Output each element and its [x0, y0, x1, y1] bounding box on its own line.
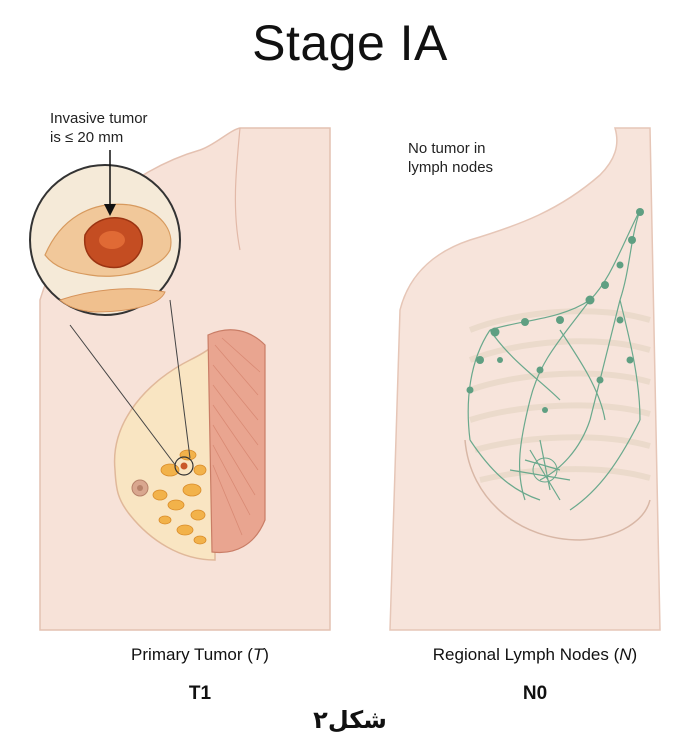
lymph-nodes — [466, 208, 644, 413]
lymph-nodes-caption-text: Regional Lymph Nodes ( — [432, 645, 620, 664]
tumor-callout-line1: Invasive tumor — [50, 110, 148, 127]
chest-muscle — [207, 329, 266, 554]
breast-tissue-lobules — [152, 449, 207, 545]
lymph-vessels — [467, 209, 641, 511]
primary-tumor-caption-letter: T — [252, 645, 264, 664]
ribcage — [468, 308, 651, 483]
primary-tumor-caption-end: ) — [263, 645, 269, 664]
zoom-connector-upper — [169, 299, 191, 459]
n-stage-code: N0 — [522, 683, 548, 704]
zoom-connector-lower — [69, 324, 177, 467]
page-title: Stage IA — [252, 15, 448, 71]
lymph-nodes-caption-end: ) — [631, 645, 638, 664]
tumor-small — [180, 462, 188, 470]
lymph-callout-label: No tumor in lymph nodes — [408, 139, 493, 177]
lymph-callout-line2: lymph nodes — [408, 159, 494, 176]
tumor-callout-label: Invasive tumor is ≤ 20 mm — [50, 109, 148, 147]
tumor-callout-line2: is ≤ 20 mm — [50, 129, 124, 146]
primary-tumor-caption: Primary Tumor (T) — [60, 645, 340, 665]
muscle-striations — [212, 337, 261, 536]
primary-tumor-caption-text: Primary Tumor ( — [131, 645, 253, 664]
left-shoulder-line — [234, 127, 241, 251]
tumor-marker-circle — [174, 456, 194, 476]
figure-number-label: شکل۲ — [313, 706, 387, 734]
right-breast-outline — [464, 439, 651, 541]
tumor-zoom-inset — [29, 150, 181, 316]
lymph-callout-line1: No tumor in — [408, 140, 486, 157]
lymph-nodes-caption: Regional Lymph Nodes (N) — [390, 645, 680, 665]
callout-arrowhead — [104, 204, 116, 216]
t-stage-code: T1 — [188, 683, 212, 704]
right-torso-figure — [389, 127, 661, 631]
lymph-nodes-caption-letter: N — [619, 645, 632, 664]
areola-lymph-plexus — [532, 457, 558, 483]
